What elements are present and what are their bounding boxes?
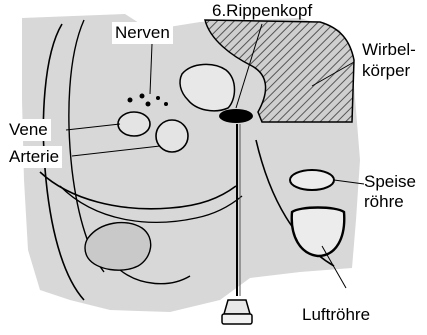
esophagus-shape [290,170,334,190]
vein-vessel [118,112,150,136]
nerve-dot [140,94,145,99]
nerve-dot [156,96,160,100]
label-arterie: Arterie [6,146,62,168]
rib-head [219,109,253,123]
label-vene: Vene [6,119,51,141]
nerve-dot [164,102,168,106]
artery-vessel [156,120,188,152]
nerve-dot [128,98,133,103]
label-wirbel-line1: Wirbel- [362,40,416,60]
nerve-dot [146,102,151,107]
label-rippenkopf: 6.Rippenkopf [212,1,312,21]
label-speise-line2: röhre [364,192,404,212]
label-nerven: Nerven [112,22,173,44]
label-speise-line1: Speise [364,172,416,192]
label-luftroehre: Luftröhre [302,305,370,325]
syringe-hub [224,300,250,314]
syringe-base [222,314,252,324]
label-wirbel-line2: körper [362,61,410,81]
